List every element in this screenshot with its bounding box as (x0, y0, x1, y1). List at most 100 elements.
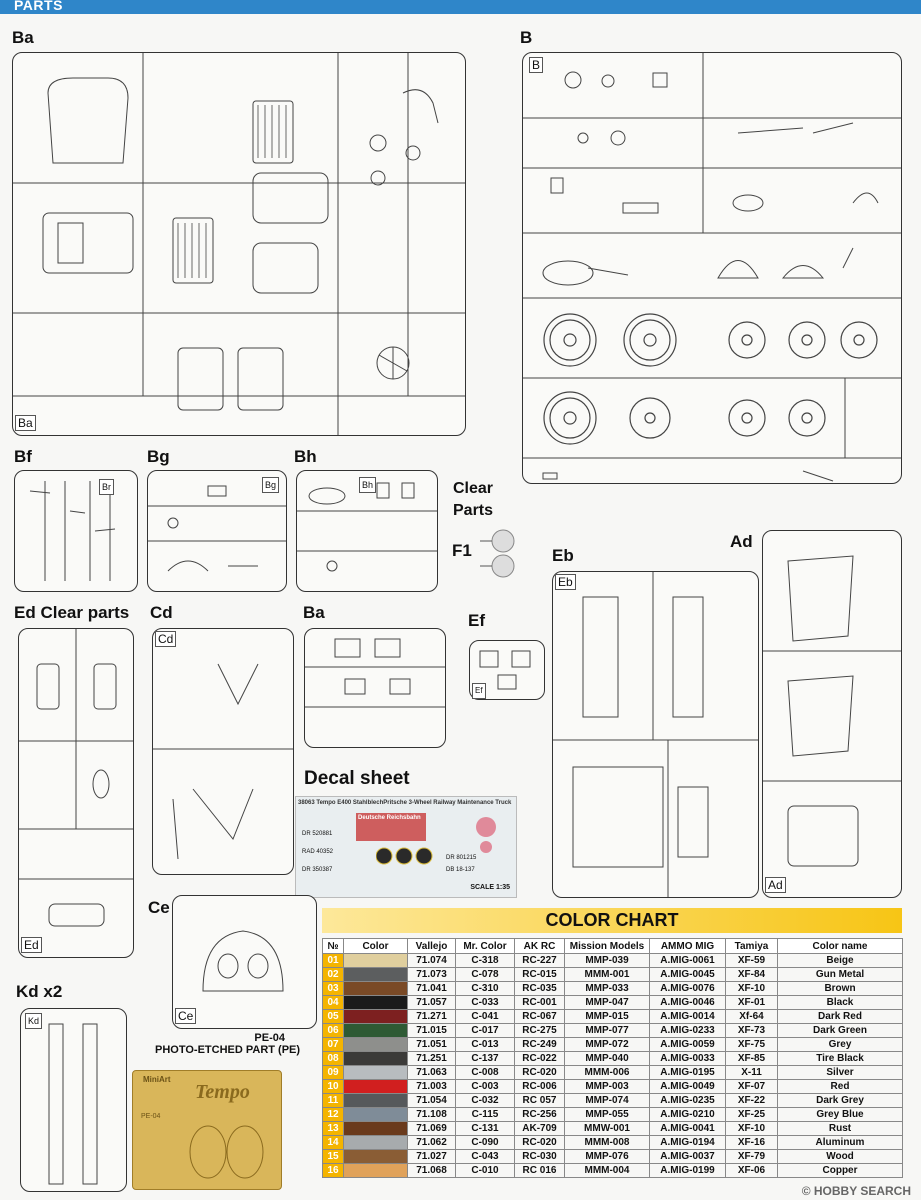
color-swatch (343, 1079, 408, 1094)
color-cell-name: Copper (777, 1163, 903, 1178)
color-cell-tamiya: Xf-64 (725, 1009, 778, 1024)
color-cell-name: Black (777, 995, 903, 1010)
color-cell-ammo: A.MIG-0233 (649, 1023, 726, 1038)
sprue-ce-drawing (202, 930, 284, 992)
pe-code: PE-04 (141, 1113, 161, 1120)
decal-reichsbahn-banner (356, 813, 426, 841)
color-cell-mission: MMP-033 (564, 981, 650, 996)
pe-grille-parts (189, 1125, 264, 1179)
color-cell-vallejo: 71.074 (407, 953, 456, 968)
color-cell-ammo: A.MIG-0033 (649, 1051, 726, 1066)
color-cell-ammo: A.MIG-0235 (649, 1093, 726, 1108)
color-cell-ak: RC-067 (514, 1009, 565, 1024)
color-cell-tamiya: XF-16 (725, 1135, 778, 1150)
color-cell-ak: RC-275 (514, 1023, 565, 1038)
color-number: 10 (322, 1079, 344, 1094)
color-number: 01 (322, 953, 344, 968)
decal-text-2: RAD 40352 (302, 849, 334, 855)
color-swatch (343, 1135, 408, 1150)
sprue-ad: Ad (762, 530, 902, 898)
color-cell-vallejo: 71.054 (407, 1093, 456, 1108)
color-cell-mr: C-003 (455, 1079, 515, 1094)
color-cell-ak: RC-020 (514, 1065, 565, 1080)
color-cell-mr: C-078 (455, 967, 515, 982)
color-cell-vallejo: 71.271 (407, 1009, 456, 1024)
color-cell-mr: C-115 (455, 1107, 515, 1122)
color-cell-mr: C-137 (455, 1051, 515, 1066)
sprue-bf-drawing (29, 481, 116, 581)
color-chart-col-header: AK RC (514, 938, 565, 954)
color-cell-name: Grey Blue (777, 1107, 903, 1122)
color-swatch (343, 1009, 408, 1024)
color-chart-title: COLOR CHART (322, 908, 902, 933)
color-swatch (343, 1163, 408, 1178)
sprue-code-ba: Ba (15, 415, 36, 431)
color-number: 07 (322, 1037, 344, 1052)
color-number: 16 (322, 1163, 344, 1178)
color-cell-mission: MMP-072 (564, 1037, 650, 1052)
color-cell-mission: MMM-008 (564, 1135, 650, 1150)
color-cell-mr: C-041 (455, 1009, 515, 1024)
sprue-kd-drawing (48, 1023, 98, 1185)
sprue-ef: Ef (469, 640, 545, 700)
color-cell-ammo: A.MIG-0046 (649, 995, 726, 1010)
color-cell-mission: MMP-039 (564, 953, 650, 968)
sprue-cd-drawing (153, 663, 293, 860)
sprue-label-bf: Bf (14, 447, 32, 466)
sprue-label-b: B (520, 28, 533, 47)
color-number: 13 (322, 1121, 344, 1136)
decal-emblems (376, 847, 433, 865)
color-cell-tamiya: XF-79 (725, 1149, 778, 1164)
color-cell-tamiya: XF-01 (725, 995, 778, 1010)
sprue-code-ed: Ed (21, 937, 42, 953)
sprue-label-bh: Bh (294, 447, 317, 466)
color-chart-col-header: Color name (777, 938, 903, 954)
color-cell-mission: MMM-001 (564, 967, 650, 982)
sprue-label-ce: Ce (148, 898, 170, 917)
color-cell-ak: RC-015 (514, 967, 565, 982)
color-chart-col-header: AMMO MIG (649, 938, 726, 954)
color-cell-name: Silver (777, 1065, 903, 1080)
sprue-label-ef: Ef (468, 611, 485, 630)
sprue-cd: Cd (152, 628, 294, 875)
sprue-ba-small (304, 628, 446, 748)
color-cell-tamiya: XF-75 (725, 1037, 778, 1052)
sprue-bg: Bg (147, 470, 287, 592)
sprue-code-cd: Cd (155, 631, 177, 647)
sprue-b: B (522, 52, 902, 484)
color-cell-mission: MMM-006 (564, 1065, 650, 1080)
sprue-code-ce: Ce (175, 1008, 197, 1024)
sprue-ba-drawing (13, 53, 465, 435)
color-chart-col-header: Mr. Color (455, 938, 515, 954)
color-chart-col-header: № (322, 938, 344, 954)
sprue-label-ed: Ed Clear parts (14, 603, 130, 622)
color-cell-ak: RC-249 (514, 1037, 565, 1052)
color-cell-name: Dark Grey (777, 1093, 903, 1108)
sprue-ce: Ce (172, 895, 317, 1029)
clear-parts-f1 (480, 529, 515, 578)
color-cell-vallejo: 71.062 (407, 1135, 456, 1150)
color-number: 08 (322, 1051, 344, 1066)
color-cell-mr: C-017 (455, 1023, 515, 1038)
color-cell-tamiya: XF-59 (725, 953, 778, 968)
color-swatch (343, 1121, 408, 1136)
decal-text-3: DR 350387 (302, 867, 333, 873)
color-swatch (343, 1037, 408, 1052)
color-number: 04 (322, 995, 344, 1010)
color-cell-mission: MMP-047 (564, 995, 650, 1010)
color-cell-mission: MMM-004 (564, 1163, 650, 1178)
color-cell-mission: MMW-001 (564, 1121, 650, 1136)
color-cell-ammo: A.MIG-0199 (649, 1163, 726, 1178)
color-cell-tamiya: XF-25 (725, 1107, 778, 1122)
color-cell-ak: RC-030 (514, 1149, 565, 1164)
sprue-bh: Bh (296, 470, 438, 592)
color-cell-ammo: A.MIG-0194 (649, 1135, 726, 1150)
sprue-ba-small-drawing (305, 638, 445, 708)
